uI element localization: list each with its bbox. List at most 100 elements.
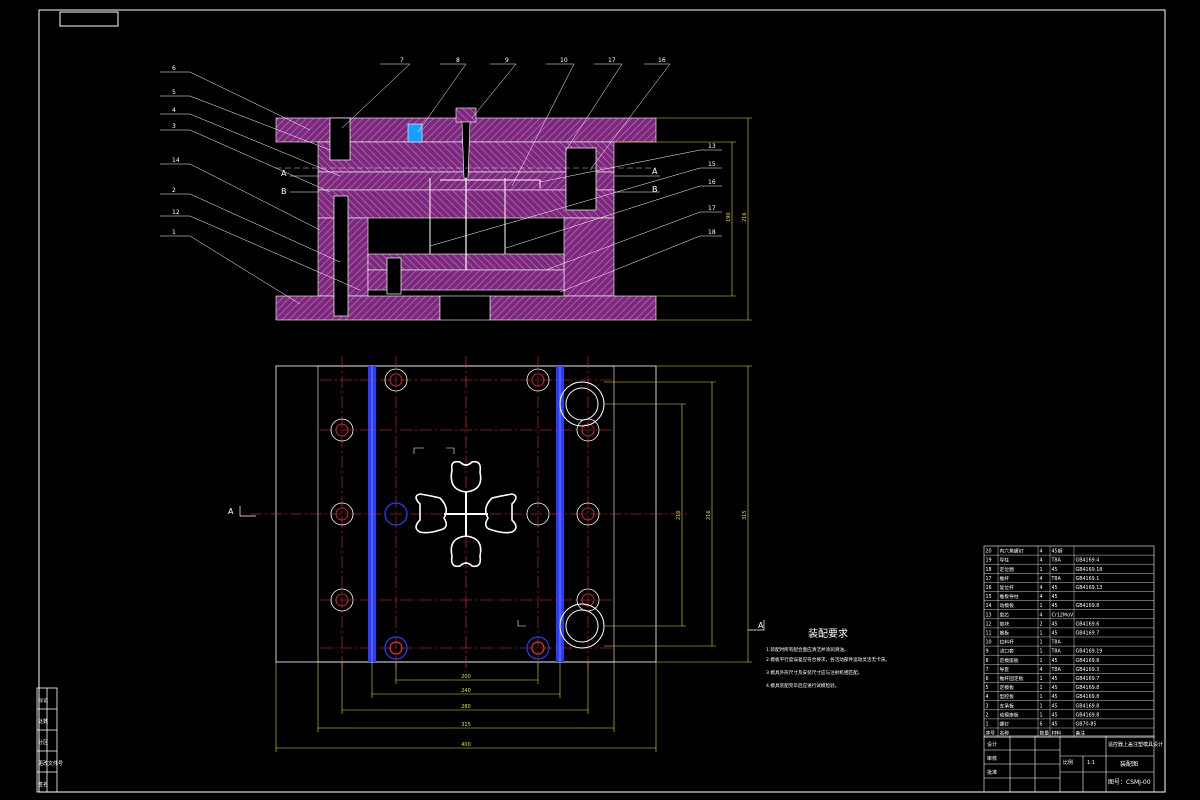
callout-labels-left: 6 5 4 3 14 2 12 1 bbox=[172, 65, 180, 236]
plan-view bbox=[250, 356, 688, 672]
bottom-clamp-plate-left bbox=[275, 295, 441, 321]
bom-cell-std: 备注 bbox=[1076, 730, 1086, 737]
callout-label: 16 bbox=[658, 57, 666, 64]
callout-label: 10 bbox=[560, 57, 568, 64]
bom-cell-qty: 4 bbox=[1040, 585, 1043, 591]
bom-cell-std: GB70-85 bbox=[1076, 722, 1097, 728]
callout-label: 2 bbox=[172, 187, 176, 194]
bom-cell-name: 垫块 bbox=[1000, 620, 1010, 627]
bom-cell-qty: 6 bbox=[1040, 722, 1043, 728]
return-pin-hole bbox=[526, 636, 550, 660]
bom-cell-qty: 1 bbox=[1040, 567, 1043, 573]
bom-cell-qty: 1 bbox=[1040, 676, 1043, 682]
bom-cell-std: GB4169.8 bbox=[1076, 658, 1100, 664]
cavity-layout bbox=[415, 460, 517, 568]
bom-cell-material: T8A bbox=[1051, 576, 1062, 582]
bom-cell-material: 45 bbox=[1052, 603, 1058, 609]
notes-title: 装配要求 bbox=[808, 627, 848, 640]
bom-cell-std: GB4169.3 bbox=[1076, 667, 1100, 673]
bom-cell-name: 支承板 bbox=[1000, 702, 1015, 709]
bom-cell-no: 19 bbox=[986, 558, 992, 564]
dimension-label: 216 bbox=[742, 212, 748, 222]
section-mark-a: A bbox=[228, 507, 234, 516]
drawing-frame bbox=[38, 9, 1166, 793]
bom-cell-no: 7 bbox=[986, 667, 989, 673]
bom-cell-no: 2 bbox=[986, 712, 989, 718]
callout-labels-top: 7 8 9 10 17 16 bbox=[400, 57, 666, 64]
note-line: 1.装配时所有配合面应清洁并涂润滑油。 bbox=[766, 646, 848, 653]
bom-cell-std: GB4169.1 bbox=[1076, 576, 1100, 582]
bom-cell-std: GB4169.8 bbox=[1076, 685, 1100, 691]
callout-label: 6 bbox=[172, 65, 176, 72]
bottom-clamp-plate-right bbox=[489, 295, 657, 321]
bom-cell-name: 推板导柱 bbox=[1000, 593, 1019, 600]
callout-label: 1 bbox=[172, 229, 176, 236]
ejector-pin-hole bbox=[384, 502, 408, 526]
bom-cell-qty: 2 bbox=[1040, 621, 1043, 627]
bom-cell-qty: 4 bbox=[1040, 558, 1043, 564]
callout-label: 7 bbox=[400, 57, 404, 64]
bom-cell-material: T8A bbox=[1051, 649, 1062, 655]
note-line: 2.模板平行度误差应符合要求，各活动部件运动灵活无卡滞。 bbox=[766, 656, 890, 663]
callout-label: 8 bbox=[456, 57, 460, 64]
bom-cell-no: 8 bbox=[986, 658, 989, 664]
bom-cell-no: 6 bbox=[986, 676, 989, 682]
plan-vertical-dimensions bbox=[604, 365, 752, 663]
bom-cell-name: 导柱 bbox=[1000, 557, 1010, 564]
assembly-notes: 装配要求 1.装配时所有配合面应清洁并涂润滑油。 2.模板平行度误差应符合要求，… bbox=[766, 627, 890, 689]
return-pin-hole bbox=[526, 368, 550, 392]
bom-cell-name: 定模板 bbox=[1000, 684, 1015, 691]
callout-label: 12 bbox=[172, 209, 180, 216]
bom-cell-material: 45 bbox=[1052, 567, 1058, 573]
bom-cell-std: GB4169.8 bbox=[1076, 712, 1100, 718]
view-corner-marks bbox=[413, 447, 526, 627]
callout-label: 17 bbox=[608, 57, 616, 64]
title-block bbox=[983, 735, 1155, 793]
bom-cell-material: 45 bbox=[1052, 621, 1058, 627]
bom-cell-qty: 4 bbox=[1040, 667, 1043, 673]
section-view bbox=[275, 107, 657, 321]
bom-cell-name: 名称 bbox=[1000, 730, 1010, 737]
dimension-label: 280 bbox=[461, 704, 471, 710]
bom-cell-material: 45 bbox=[1052, 585, 1058, 591]
bom-cell-material: 45 bbox=[1052, 676, 1058, 682]
bom-cell-std: GB4169.18 bbox=[1076, 567, 1103, 573]
bom-cell-std: GB4169.8 bbox=[1076, 703, 1100, 709]
bom-header-row: 序号名称数量材料备注 bbox=[986, 730, 1086, 737]
bom-cell-qty: 1 bbox=[1040, 694, 1043, 700]
bom-cell-std: GB4169.19 bbox=[1076, 649, 1103, 655]
bom-cell-name: 推杆固定板 bbox=[1000, 675, 1024, 682]
bom-cell-qty: 1 bbox=[1040, 631, 1043, 637]
dimension-label: 240 bbox=[461, 688, 471, 694]
bom-cell-material: 45 bbox=[1052, 712, 1058, 718]
bom-cell-no: 18 bbox=[986, 567, 992, 573]
callout-label: 9 bbox=[505, 57, 509, 64]
callouts-left bbox=[160, 71, 361, 305]
section-mark-a: A bbox=[281, 169, 287, 178]
callout-label: 5 bbox=[172, 89, 176, 96]
bom-cell-qty: 1 bbox=[1040, 658, 1043, 664]
drawing-name: 遥控器上盖注塑模具设计 bbox=[1108, 741, 1163, 748]
bom-cell-qty: 1 bbox=[1040, 703, 1043, 709]
screw-hole bbox=[330, 418, 600, 612]
designer-label: 设计 bbox=[987, 741, 997, 748]
bom-cell-std: GB4169.6 bbox=[1076, 621, 1100, 627]
bom-cell-name: 拉料杆 bbox=[1000, 639, 1015, 646]
bom-cell-qty: 1 bbox=[1040, 685, 1043, 691]
spacer-block-right bbox=[563, 217, 615, 297]
bom-cell-material: 材料 bbox=[1052, 730, 1062, 737]
bom-cell-material: T8A bbox=[1051, 667, 1062, 673]
bom-cell-name: 推板 bbox=[1000, 630, 1010, 637]
bom-cell-no: 17 bbox=[986, 576, 992, 582]
return-pin-hole bbox=[384, 368, 408, 392]
scale-value: 1:1 bbox=[1087, 760, 1095, 766]
